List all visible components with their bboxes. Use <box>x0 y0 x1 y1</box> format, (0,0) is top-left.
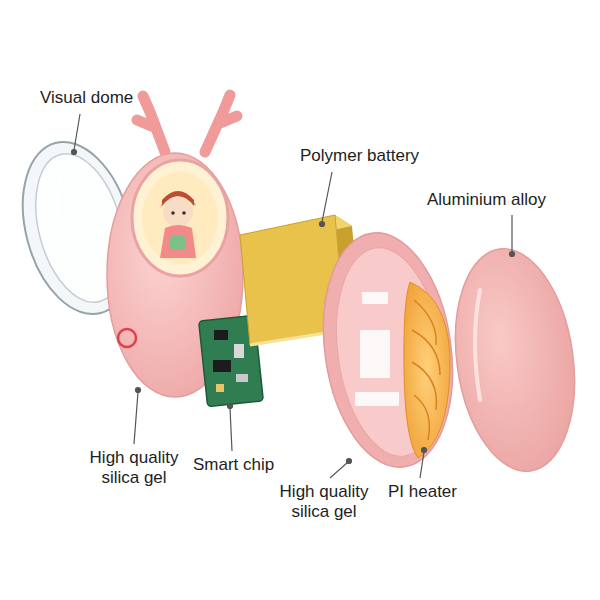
leader-lines <box>72 114 515 478</box>
back-shell <box>309 224 467 475</box>
figure-body <box>160 225 196 258</box>
leader-dot <box>228 404 233 409</box>
shell-inner <box>324 241 456 463</box>
chip-component <box>213 360 231 372</box>
power-button <box>118 329 136 347</box>
chip-component <box>234 344 244 358</box>
shell-slot <box>362 292 388 304</box>
leader-line <box>420 452 424 478</box>
leader-line <box>74 114 80 150</box>
pi-heater <box>404 282 450 458</box>
leader-dot <box>72 150 77 155</box>
plate <box>442 241 588 479</box>
figure-eye <box>182 211 186 215</box>
leader-line <box>322 172 332 222</box>
figure-hair <box>162 191 194 206</box>
part-label: PI heater <box>388 482 457 502</box>
plate-shine <box>475 290 480 400</box>
body-shell <box>107 153 243 397</box>
chip-component <box>214 330 228 340</box>
heater-film <box>404 282 450 458</box>
leader-line <box>134 392 138 444</box>
dome-shine <box>58 170 62 235</box>
display-window <box>132 160 228 276</box>
leader-dot <box>347 459 352 464</box>
part-label: High quality silica gel <box>78 448 190 487</box>
part-label: High quality silica gel <box>268 482 380 521</box>
heater-trace <box>412 300 440 440</box>
leader-dot <box>510 252 515 257</box>
antler <box>137 96 165 152</box>
leader-dot <box>136 388 141 393</box>
figure-head <box>163 197 193 227</box>
part-label: Polymer battery <box>300 146 419 166</box>
part-label: Visual dome <box>40 88 133 108</box>
window-glow <box>142 172 218 264</box>
antler <box>205 95 237 152</box>
part-label: Smart chip <box>193 455 274 475</box>
figure-eye <box>171 211 175 215</box>
leader-dot <box>320 222 325 227</box>
figure-item <box>170 236 186 250</box>
leader-line <box>511 215 512 252</box>
leader-line <box>230 408 232 451</box>
shell-slot <box>360 330 390 378</box>
leader-dot <box>422 448 427 453</box>
leader-line <box>330 462 348 478</box>
shell-slot <box>355 392 399 406</box>
chip-component <box>236 374 248 382</box>
part-label: Aluminium alloy <box>427 190 546 210</box>
shell-rim <box>309 224 467 475</box>
aluminium-plate <box>442 241 588 479</box>
chip-component <box>216 384 224 392</box>
